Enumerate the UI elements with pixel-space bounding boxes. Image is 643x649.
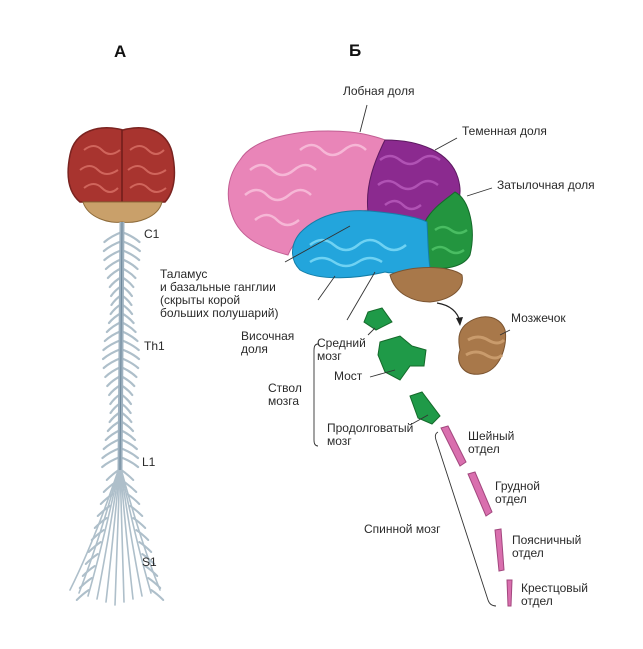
label-cervical: Шейный отдел — [468, 429, 515, 456]
spinal-nerves — [69, 230, 165, 606]
label-occipital-lobe: Затылочная доля — [497, 178, 595, 192]
nerve-branch — [119, 347, 141, 361]
nerve-branch — [101, 446, 122, 460]
nerve-branch — [120, 239, 141, 253]
label-thoracic: Грудной отдел — [495, 479, 540, 506]
nerve-branch — [103, 230, 124, 244]
nerve-branch — [90, 529, 105, 541]
nerve-branch — [132, 517, 147, 529]
label-lumbar: Поясничный отдел — [512, 533, 582, 560]
front-view-brain — [67, 127, 176, 223]
label-frontal-lobe: Лобная доля — [343, 84, 415, 98]
label-brainstem: Ствол мозга — [268, 381, 302, 408]
cauda-equina-fiber — [69, 464, 121, 591]
nerve-branch — [96, 505, 111, 517]
nerve-branch — [103, 248, 123, 262]
nerve-branch — [135, 529, 150, 541]
nerve-branch — [119, 446, 140, 460]
leader-lines — [284, 104, 511, 607]
cauda-equina-fiber — [119, 464, 152, 594]
nerve-branch — [144, 565, 159, 577]
nerve-branch — [101, 347, 123, 361]
nerve-branch — [75, 589, 90, 601]
nerve-branch — [84, 553, 99, 565]
nerve-branch — [138, 541, 153, 553]
cauda-equina-fiber — [96, 464, 121, 600]
label-parietal-lobe: Теменная доля — [462, 124, 547, 138]
cerebellum-small — [389, 267, 463, 303]
nerve-branch — [120, 469, 135, 481]
spine-level-c1: C1 — [144, 227, 160, 241]
label-thalamus: Таламус и базальные ганглии (скрыты коро… — [160, 267, 279, 320]
cauda-equina-fiber — [119, 464, 134, 600]
label-cerebellum: Мозжечок — [511, 311, 566, 325]
cauda-equina-fiber — [105, 464, 121, 603]
nerve-branch — [81, 565, 96, 577]
nerve-branch — [123, 481, 138, 493]
nerve-branch — [120, 230, 141, 244]
nerve-branch — [102, 239, 123, 253]
nerve-branch — [102, 481, 117, 493]
label-sacral: Крестцовый отдел — [521, 581, 588, 608]
brainstem — [363, 307, 441, 425]
panel-b-label: Б — [349, 41, 362, 60]
spine-level-th1: Th1 — [144, 339, 165, 353]
nerve-branch — [120, 248, 141, 262]
panel-a-label: А — [114, 42, 127, 61]
label-midbrain: Средний мозг — [317, 336, 366, 363]
nerve-branch — [105, 469, 120, 481]
nerve-branch — [93, 517, 108, 529]
label-temporal-lobe: Височная доля — [241, 329, 295, 356]
cauda-equina-fiber — [114, 464, 121, 606]
nerve-branch — [102, 338, 123, 352]
nerve-branch — [87, 541, 102, 553]
nerve-branch — [147, 577, 162, 589]
nerve-branch — [141, 553, 156, 565]
label-spinal-cord: Спинной мозг — [364, 522, 441, 536]
nerve-branch — [150, 589, 165, 601]
nerve-branch — [101, 455, 122, 469]
cerebellum — [458, 316, 507, 375]
nerve-branch — [102, 356, 123, 370]
nerve-branch — [119, 356, 140, 370]
lateral-brain — [227, 130, 473, 303]
nerve-branch — [99, 493, 114, 505]
spine-level-l1: L1 — [142, 455, 156, 469]
nerve-branch — [78, 577, 93, 589]
spine-level-s1: S1 — [142, 555, 157, 569]
nerve-branch — [129, 505, 144, 517]
label-pons: Мост — [334, 369, 363, 383]
spinal-cord-segments — [440, 425, 513, 607]
cauda-equina-fiber — [119, 464, 125, 603]
cauda-equina-fiber — [119, 464, 143, 597]
label-medulla: Продолговатый мозг — [327, 421, 414, 448]
nerve-branch — [119, 338, 140, 352]
nerve-branch — [126, 493, 141, 505]
nerve-branch — [119, 455, 140, 469]
arrow — [436, 302, 461, 323]
